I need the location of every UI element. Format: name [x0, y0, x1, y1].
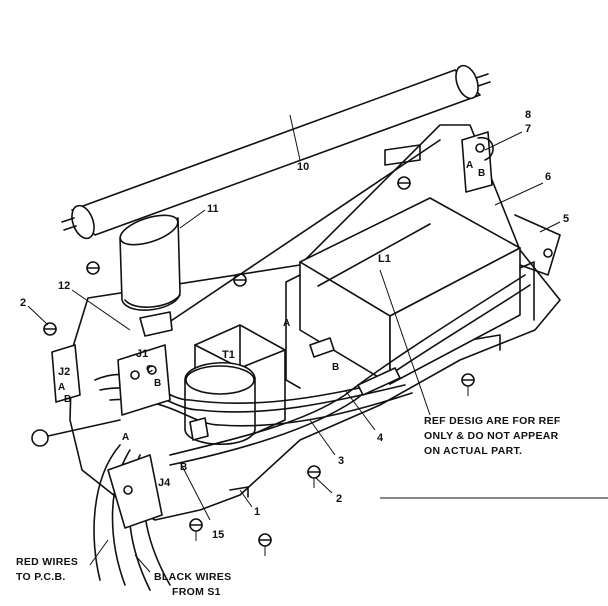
wiring-harness [31, 274, 531, 591]
callout-6: 6 [545, 171, 551, 183]
reference-note: REF DESIG ARE FOR REF ONLY & DO NOT APPE… [424, 415, 561, 457]
wire-labels: RED WIRES TO P.C.B. BLACK WIRES FROM S1 [16, 556, 231, 598]
callout-10: 10 [297, 161, 309, 173]
chassis-plate [69, 124, 561, 521]
red-wires-label-2: TO P.C.B. [16, 571, 66, 583]
callout-t1: T1 [222, 349, 235, 361]
callout-3: 3 [338, 455, 344, 467]
callout-b-ballast: B [332, 362, 339, 373]
black-wires-label-2: FROM S1 [172, 586, 221, 598]
callout-a-holder: A [466, 160, 473, 171]
callout-4: 4 [377, 432, 384, 444]
callout-a-j4: A [122, 432, 129, 443]
callout-5: 5 [563, 213, 569, 225]
callout-b-j4: B [180, 462, 187, 473]
note-line-1: REF DESIG ARE FOR REF [424, 415, 561, 427]
callout-1: 1 [254, 506, 260, 518]
callout-l1: L1 [378, 253, 391, 265]
callout-j1: J1 [136, 348, 148, 360]
red-wires-label-1: RED WIRES [16, 556, 78, 568]
callout-a-ballast: A [283, 318, 290, 329]
callout-7: 7 [525, 123, 531, 135]
callout-15: 15 [212, 529, 224, 541]
note-line-3: ON ACTUAL PART. [424, 445, 522, 457]
callout-b-j1: B [154, 378, 161, 389]
callout-8: 8 [525, 109, 531, 121]
callout-12: 12 [58, 280, 70, 292]
starter-canister [119, 214, 181, 337]
callout-a-j2: A [58, 382, 65, 393]
ballast-l1 [285, 197, 535, 389]
note-line-2: ONLY & DO NOT APPEAR [424, 430, 559, 442]
lamp-tube [61, 64, 491, 240]
callout-c-j1: C [146, 364, 153, 375]
callout-labels: 8 7 6 5 10 11 12 2 L1 T1 J1 J2 J4 4 3 2 … [20, 109, 569, 541]
callout-b-holder: B [478, 168, 485, 179]
callout-b-j2: B [64, 394, 71, 405]
callout-11: 11 [207, 203, 219, 215]
callout-j4: J4 [158, 477, 171, 489]
callout-2-bottom: 2 [336, 493, 342, 505]
callout-j2: J2 [58, 366, 70, 378]
screws [43, 176, 475, 556]
callout-2-top: 2 [20, 297, 26, 309]
black-wires-label-1: BLACK WIRES [154, 571, 231, 583]
leader-lines [27, 114, 608, 573]
